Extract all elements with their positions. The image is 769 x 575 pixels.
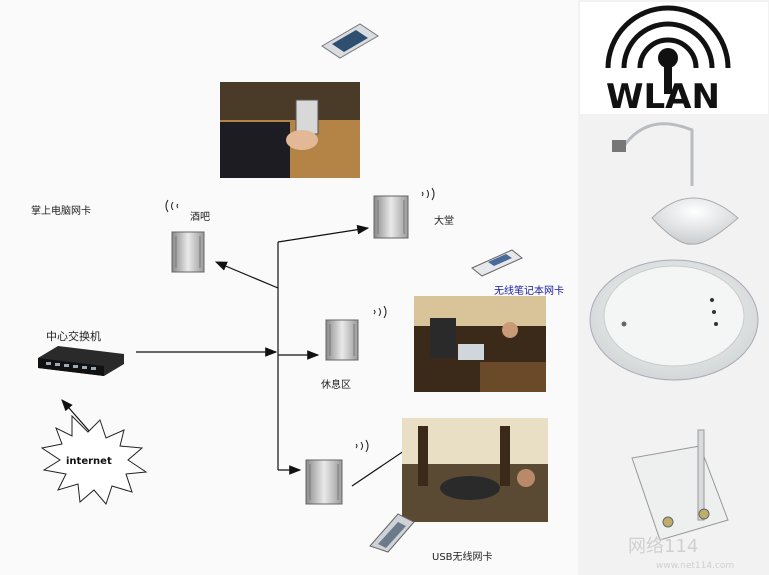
ap-usb-icon: [305, 459, 343, 505]
label-handheld-card: 掌上电脑网卡: [31, 204, 91, 217]
ceiling-ap-icon: [589, 259, 759, 381]
label-notebook-card: 无线笔记本网卡: [494, 284, 564, 297]
photo-pda-user: [220, 82, 360, 178]
signal-waves-bar: [165, 199, 179, 213]
wlan-logo-icon: [580, 2, 768, 114]
ap-lobby-icon: [373, 195, 409, 239]
signal-waves-lounge: [373, 305, 387, 319]
label-internet: internet: [66, 456, 112, 467]
label-usb-card: USB无线网卡: [432, 550, 493, 563]
label-bar: 酒吧: [190, 211, 210, 223]
photo-lounge: [414, 296, 546, 392]
ceiling-antenna-icon: [612, 122, 739, 245]
watermark-url: www.net114.com: [656, 561, 734, 571]
photo-cafe: [402, 418, 548, 522]
ap-bar-icon: [171, 231, 205, 273]
signal-waves-lobby: [421, 187, 435, 201]
label-lobby: 大堂: [434, 214, 454, 227]
usb-card-icon: [369, 513, 415, 553]
switch-icon: [38, 346, 124, 376]
ap-lounge-icon: [325, 319, 359, 361]
notebook-card-icon: [471, 249, 523, 277]
internet-burst-shape: [40, 414, 148, 505]
pda-card-icon: [321, 23, 379, 59]
wall-ap-icon: [631, 429, 729, 541]
label-central-switch: 中心交换机: [46, 329, 101, 343]
label-lounge: 休息区: [321, 378, 351, 391]
watermark: 网络114: [628, 536, 698, 557]
wlan-logo-text: WLAN: [606, 77, 720, 117]
signal-waves-usb: [355, 439, 369, 453]
